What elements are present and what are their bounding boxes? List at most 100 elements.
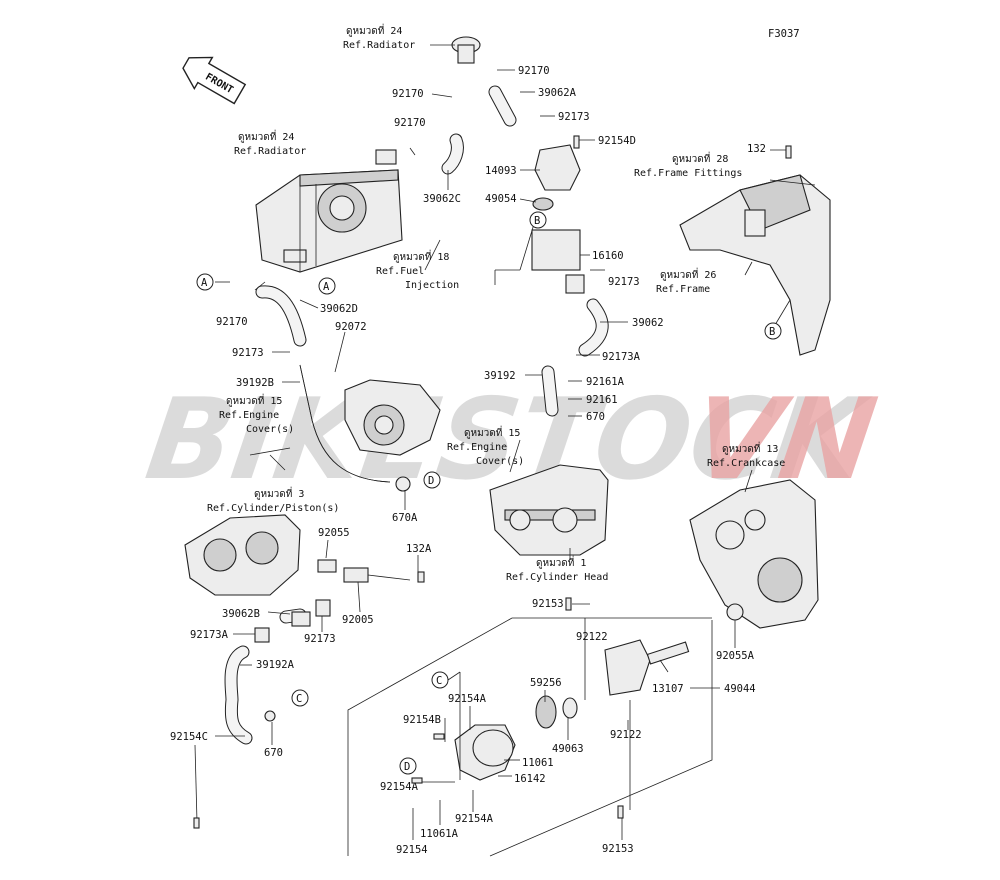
- part-label: 92173: [558, 111, 590, 123]
- part-label: 92154C: [170, 731, 208, 743]
- ref-line: Ref.Radiator: [343, 40, 415, 51]
- callout-label: B: [534, 215, 540, 227]
- ref-line: Ref.Cylinder Head: [506, 572, 608, 583]
- part-label: 92154B: [403, 714, 441, 726]
- part-label: 39062B: [222, 608, 260, 620]
- callout-label: D: [428, 475, 434, 487]
- ref-cylinder-head: ดูหมวดที่ 1 Ref.Cylinder Head: [506, 555, 608, 583]
- part-label: 132: [747, 143, 766, 155]
- callout-a-radiator: A: [318, 277, 336, 295]
- part-label: 11061A: [420, 828, 459, 840]
- part-label: 59256: [530, 677, 562, 689]
- ref-line: Ref.Radiator: [234, 146, 306, 157]
- part-label: 92154A: [380, 781, 419, 793]
- cylinder-head: [489, 464, 609, 556]
- ref-line: Ref.Engine: [219, 410, 279, 421]
- part-label: 92153: [602, 843, 634, 855]
- callout-d-mid: D: [423, 471, 441, 489]
- exploded-frame: [347, 617, 713, 857]
- part-label: 92154A: [448, 693, 487, 705]
- diagram-code: F3037: [768, 28, 800, 40]
- callout-d-pump: D: [399, 757, 417, 775]
- part-label: 49063: [552, 743, 584, 755]
- ref-line: ดูหมวดที่ 18: [393, 249, 449, 263]
- part-label: 92170: [518, 65, 550, 77]
- engine-cover: [344, 379, 441, 456]
- callout-c-left: C: [291, 689, 309, 707]
- callout-a-left: A: [196, 273, 214, 291]
- ref-line: ดูหมวดที่ 3: [254, 486, 304, 500]
- part-label: 92173A: [602, 351, 641, 363]
- part-label: 92154: [396, 844, 428, 856]
- part-label: 92055: [318, 527, 350, 539]
- crankcase: [689, 479, 819, 629]
- ref-line: Ref.Frame: [656, 284, 710, 295]
- ref-frame: ดูหมวดที่ 26 Ref.Frame: [656, 267, 716, 295]
- ref-line: ดูหมวดที่ 1: [536, 555, 586, 569]
- ref-line: ดูหมวดที่ 26: [660, 267, 716, 281]
- part-label: 39062C: [423, 193, 461, 205]
- front-arrow: FRONT: [182, 56, 247, 105]
- ref-line: ดูหมวดที่ 13: [722, 441, 778, 455]
- callouts: A A B B C C D D: [196, 211, 782, 775]
- ref-cylinder-piston: ดูหมวดที่ 3 Ref.Cylinder/Piston(s): [207, 486, 339, 514]
- ref-line: Ref.Fuel: [376, 266, 424, 277]
- frame-fittings: [679, 174, 831, 356]
- part-label: 92005: [342, 614, 374, 626]
- part-label: 92154A: [455, 813, 494, 825]
- thermostat-housing: [531, 144, 585, 294]
- part-label: 92173: [232, 347, 264, 359]
- callout-label: B: [769, 326, 775, 338]
- part-label: 92122: [610, 729, 642, 741]
- ref-line: ดูหมวดที่ 24: [238, 129, 294, 143]
- part-label: 39192B: [236, 377, 274, 389]
- ref-line: Ref.Crankcase: [707, 458, 785, 469]
- part-label: 92173: [608, 276, 640, 288]
- hoses: [224, 85, 609, 745]
- part-label: 49044: [724, 683, 756, 695]
- part-label: 14093: [485, 165, 517, 177]
- part-label: 49054: [485, 193, 517, 205]
- part-label: 92170: [216, 316, 248, 328]
- ref-engine-cover-mid: ดูหมวดที่ 15 Ref.Engine Cover(s): [447, 425, 524, 467]
- ref-line: Cover(s): [476, 456, 524, 467]
- part-label: 39062A: [538, 87, 577, 99]
- part-label: 670: [586, 411, 605, 423]
- leader-lines: [194, 44, 791, 840]
- part-label: 670: [264, 747, 283, 759]
- radiator-assembly: [255, 149, 403, 273]
- callout-label: C: [296, 693, 302, 705]
- water-pump: [454, 603, 744, 781]
- bolts: [193, 135, 792, 829]
- ref-radiator-left: ดูหมวดที่ 24 Ref.Radiator: [234, 129, 306, 157]
- part-label: 92161: [586, 394, 618, 406]
- part-labels: 92170 39062A 92170 92173 92170 92154 D 14…: [170, 65, 766, 856]
- part-label: 39062D: [320, 303, 358, 315]
- ref-line: ดูหมวดที่ 15: [226, 393, 282, 407]
- part-label: 92170: [394, 117, 426, 129]
- fittings-left: [254, 476, 411, 722]
- callout-label: A: [323, 281, 330, 293]
- ref-line: ดูหมวดที่ 15: [464, 425, 520, 439]
- cylinder-block: [184, 514, 301, 596]
- ref-line: Ref.Cylinder/Piston(s): [207, 503, 339, 514]
- radiator-cap-top: [451, 36, 481, 64]
- ref-fuel-injection: ดูหมวดที่ 18 Ref.Fuel Injection: [376, 249, 459, 291]
- callout-b-center: B: [529, 211, 547, 229]
- part-label: 92153: [532, 598, 564, 610]
- ref-crankcase: ดูหมวดที่ 13 Ref.Crankcase: [707, 441, 785, 469]
- callout-label: A: [201, 277, 208, 289]
- ref-line: ดูหมวดที่ 28: [672, 151, 728, 165]
- ref-line: ดูหมวดที่ 24: [346, 23, 402, 37]
- ref-line: Ref.Frame Fittings: [634, 168, 742, 179]
- ref-line: Ref.Engine: [447, 442, 507, 453]
- ref-line: Injection: [405, 280, 459, 291]
- callout-label: D: [404, 761, 410, 773]
- ref-frame-fittings: ดูหมวดที่ 28 Ref.Frame Fittings: [634, 151, 742, 179]
- part-label: 92055A: [716, 650, 755, 662]
- part-label: 13107: [652, 683, 684, 695]
- part-label: 39192A: [256, 659, 295, 671]
- part-label: 670A: [392, 512, 418, 524]
- callout-b-frame: B: [764, 322, 782, 340]
